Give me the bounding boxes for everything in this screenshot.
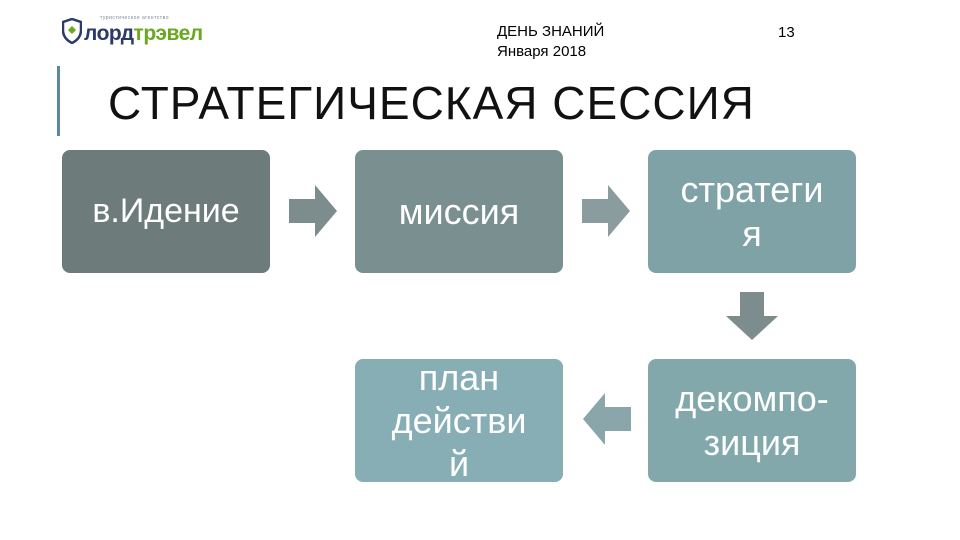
logo-word-part2: трэвел [133,22,204,45]
company-logo: лордтрэвел [84,22,203,46]
shield-logo-icon [62,18,82,44]
logo-tagline: туристическое агентство [100,15,169,21]
strategy-label-line2: я [742,212,762,254]
plan-label-line2: действи [391,399,527,441]
vision-box: в.Идение [62,150,270,273]
arrow-left-icon [583,393,631,445]
page-number: 13 [778,24,795,41]
header-event: ДЕНЬ ЗНАНИЙ Января 2018 [497,22,604,62]
mission-label: миссия [398,190,520,232]
arrow-right-icon [582,185,630,237]
arrow-right-icon [289,185,337,237]
strategy-label-line1: стратеги [680,169,824,211]
mission-box: миссия [355,150,563,273]
logo-word-part1: лорд [84,22,134,45]
plan-label-line3: й [448,443,470,485]
decomposition-label-line2: зиция [703,421,801,463]
vision-label: в.Идение [92,192,240,231]
title-accent-bar [57,66,60,136]
action-plan-box: план действи й [355,356,563,485]
arrow-down-icon [726,292,778,340]
decomposition-box: декомпо- зиция [648,359,856,482]
decomposition-label-line1: декомпо- [675,378,829,420]
slide-title: СТРАТЕГИЧЕСКАЯ СЕССИЯ [108,77,755,129]
header-event-date: Января 2018 [497,43,587,60]
strategy-box: стратеги я [648,150,856,273]
header-event-name: ДЕНЬ ЗНАНИЙ [497,23,605,40]
plan-label-line1: план [418,356,500,398]
